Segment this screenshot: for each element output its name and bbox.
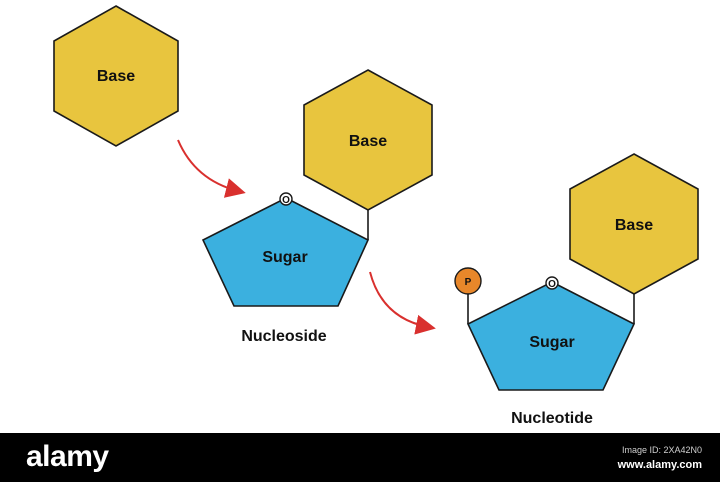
nucleoside-base-label: Base	[349, 133, 387, 150]
nucleotide-sugar-label: Sugar	[529, 334, 574, 351]
nucleotide-caption: Nucleotide	[511, 410, 593, 427]
arrow-to-nucleoside	[177, 139, 246, 198]
free-base-hexagon	[53, 5, 179, 147]
phosphate-label: P	[465, 277, 472, 288]
nucleotide-base-label: Base	[615, 217, 653, 234]
nucleoside-sugar-pentagon	[201, 197, 370, 307]
nucleotide-diagram: Base Base O Sugar Nucleoside Base P O Su…	[53, 5, 699, 427]
alamy-logo: alamy	[26, 440, 109, 473]
nucleoside-oxygen-label: O	[282, 195, 290, 206]
free-base-label: Base	[97, 68, 135, 85]
nucleotide-sugar-pentagon	[466, 281, 636, 391]
image-id-text: Image ID: 2XA42N0	[621, 445, 702, 455]
nucleotide-oxygen-atom	[545, 276, 559, 290]
watermark-footer	[0, 433, 720, 482]
nucleoside-oxygen-atom	[279, 192, 293, 206]
nucleoside-sugar-label: Sugar	[262, 249, 307, 266]
site-url: www.alamy.com	[617, 459, 702, 471]
nucleoside-caption: Nucleoside	[241, 328, 326, 345]
arrow-to-nucleotide	[369, 271, 436, 335]
phosphate-group	[454, 267, 482, 295]
nucleotide-oxygen-label: O	[548, 279, 556, 290]
